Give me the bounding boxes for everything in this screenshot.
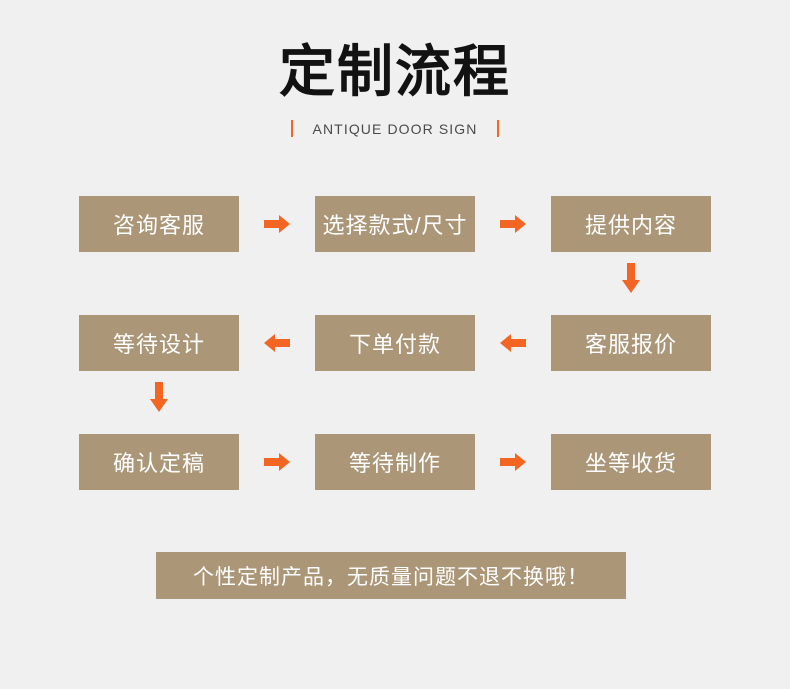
arrow-head — [279, 215, 290, 233]
connector-slot — [475, 315, 551, 371]
flow-cell: 等待制作 — [315, 434, 475, 490]
arrow-tail — [155, 382, 163, 399]
arrow-tail — [500, 458, 515, 466]
flow-cell: 下单付款 — [315, 315, 475, 412]
flow-row-1: 咨询客服 选择款式/尺寸 提供内容 — [0, 196, 790, 315]
flow-step-box[interactable]: 咨询客服 — [79, 196, 239, 252]
arrow-placeholder — [386, 263, 404, 293]
arrow-placeholder — [150, 263, 168, 293]
connector-slot — [475, 196, 551, 252]
arrow-head — [279, 453, 290, 471]
arrow-head — [622, 280, 640, 293]
flow-cell: 选择款式/尺寸 — [315, 196, 475, 293]
arrow-right-icon — [264, 215, 290, 233]
accent-bar-right-icon — [497, 120, 500, 138]
flow-step-box[interactable]: 选择款式/尺寸 — [315, 196, 475, 252]
arrow-head — [515, 453, 526, 471]
flow-step-box[interactable]: 客服报价 — [551, 315, 711, 371]
connector-slot — [239, 434, 315, 490]
flow-row-3: 确认定稿 等待制作 坐等收货 — [0, 434, 790, 514]
arrow-head — [500, 334, 511, 352]
flow-row-2: 等待设计 下单付款 客服报价 — [0, 315, 790, 434]
arrow-tail — [264, 458, 279, 466]
page-title: 定制流程 — [279, 40, 511, 103]
arrow-right-icon — [500, 453, 526, 471]
page-subtitle: ANTIQUE DOOR SIGN — [312, 120, 478, 137]
arrow-left-icon — [264, 334, 290, 352]
arrow-tail — [275, 339, 290, 347]
connector-slot — [239, 196, 315, 252]
process-flow-diagram: 咨询客服 选择款式/尺寸 提供内容 — [0, 196, 790, 514]
arrow-right-icon — [500, 215, 526, 233]
flow-cell: 客服报价 — [551, 315, 711, 412]
flow-cell: 咨询客服 — [79, 196, 239, 293]
flow-step-box[interactable]: 等待设计 — [79, 315, 239, 371]
arrow-placeholder — [622, 382, 640, 412]
arrow-down-icon — [150, 382, 168, 412]
arrow-right-icon — [264, 453, 290, 471]
page-header: 定制流程 ANTIQUE DOOR SIGN — [0, 0, 790, 138]
arrow-tail — [627, 263, 635, 280]
arrow-head — [515, 215, 526, 233]
flow-cell: 坐等收货 — [551, 434, 711, 490]
flow-step-box[interactable]: 提供内容 — [551, 196, 711, 252]
flow-cell: 提供内容 — [551, 196, 711, 293]
flow-cell: 等待设计 — [79, 315, 239, 412]
flow-step-box[interactable]: 确认定稿 — [79, 434, 239, 490]
accent-bar-left-icon — [290, 120, 293, 138]
connector-slot — [475, 434, 551, 490]
arrow-head — [150, 399, 168, 412]
arrow-tail — [511, 339, 526, 347]
subtitle-row: ANTIQUE DOOR SIGN — [0, 120, 790, 138]
flow-step-box[interactable]: 等待制作 — [315, 434, 475, 490]
arrow-placeholder — [386, 382, 404, 412]
arrow-head — [264, 334, 275, 352]
arrow-tail — [264, 220, 279, 228]
arrow-left-icon — [500, 334, 526, 352]
flow-step-box[interactable]: 坐等收货 — [551, 434, 711, 490]
flow-cell: 确认定稿 — [79, 434, 239, 490]
arrow-down-icon — [622, 263, 640, 293]
footer-notice-banner: 个性定制产品，无质量问题不退不换哦！ — [156, 552, 626, 599]
connector-slot — [239, 315, 315, 371]
arrow-tail — [500, 220, 515, 228]
flow-step-box[interactable]: 下单付款 — [315, 315, 475, 371]
